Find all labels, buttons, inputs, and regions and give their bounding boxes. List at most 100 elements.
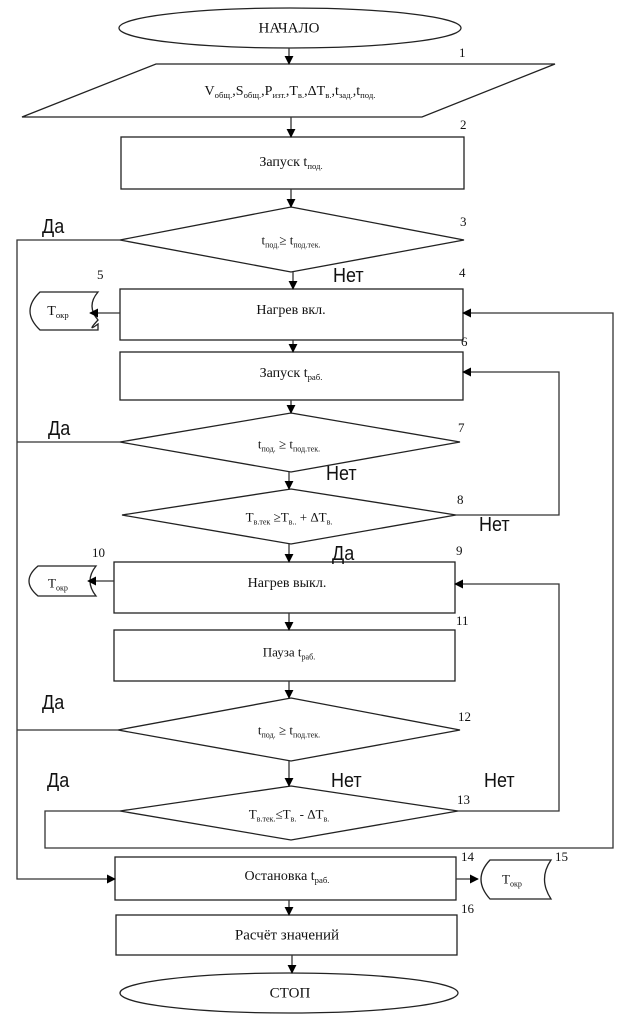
label-text: Остановка t [244, 868, 315, 884]
branch-no-8: Нет [479, 514, 510, 536]
label-text: ≥ t [275, 722, 293, 738]
label-text: ,S [232, 83, 244, 99]
display-block-5 [29, 291, 100, 331]
label-subscript: в. [325, 90, 332, 101]
label-text: T [47, 303, 56, 319]
display-block-15 [480, 859, 553, 900]
label-text: V [204, 83, 215, 99]
label-subscript: окр [55, 583, 68, 593]
branch-yes-13: Да [47, 770, 70, 792]
block-number-11: 11 [456, 613, 469, 628]
label-text: ,t [352, 83, 361, 99]
label-subscript: в. [297, 90, 305, 101]
start-terminal [118, 7, 462, 49]
process-block-2 [120, 136, 465, 190]
block-9-label: Нагрев выкл. [248, 576, 327, 592]
decision-block-13 [119, 785, 459, 841]
branch-no-12: Нет [331, 770, 362, 792]
start-label: НАЧАЛО [258, 20, 320, 37]
label-subscript: под. [265, 240, 280, 250]
branch-yes-8: Да [332, 543, 355, 565]
label-text: ≥ t [275, 436, 293, 452]
block-number-8: 8 [457, 492, 464, 507]
stop-label: СТОП [269, 985, 311, 1002]
edge-13-4-yes [44, 308, 614, 849]
block-11-label: Пауза tраб. [263, 645, 315, 662]
block-16-label: Расчёт значений [235, 928, 339, 945]
block-number-16: 16 [461, 901, 474, 916]
block-13-label: Tв.тек.≤Tв. - ΔTв. [249, 807, 330, 824]
process-block-14 [114, 856, 457, 901]
label-text: Запуск t [259, 365, 308, 381]
display-block-10 [28, 565, 98, 597]
branch-no-13: Нет [484, 770, 515, 792]
block-number-2: 2 [460, 117, 467, 132]
block-number-15: 15 [555, 849, 568, 864]
label-subscript: в. [323, 814, 330, 824]
label-text: Расчёт значений [234, 927, 340, 944]
label-text: ,T [285, 83, 298, 99]
label-text: t [257, 436, 262, 452]
block-15-label: Tокр [502, 872, 522, 889]
block-number-10: 10 [92, 545, 105, 560]
label-subscript: раб. [307, 372, 323, 383]
branch-yes-3: Да [42, 216, 65, 238]
input-block-1 [21, 63, 556, 118]
decision-block-7 [119, 412, 461, 473]
block-12-label: tпод. ≥ tпод.тек. [258, 723, 320, 740]
block-number-14: 14 [461, 849, 474, 864]
label-subscript: под. [307, 161, 323, 172]
process-block-16 [115, 914, 458, 956]
label-subscript: под. [261, 444, 276, 454]
block-3-label: tпод.≥ tпод.тек. [261, 233, 320, 250]
block-number-7: 7 [458, 420, 465, 435]
label-text: Запуск t [259, 154, 308, 170]
label-text: Нагрев выкл. [247, 576, 327, 591]
block-2-label: Запуск tпод. [259, 155, 322, 171]
decision-block-3 [119, 206, 465, 273]
label-subscript: под. [360, 90, 376, 101]
branch-yes-7: Да [48, 418, 71, 440]
block-10-label: Tокр [48, 576, 68, 593]
label-text: + ΔT [296, 509, 327, 525]
block-number-4: 4 [459, 265, 466, 280]
edge-8-6-no [456, 367, 560, 516]
label-subscript: окр [55, 310, 69, 321]
label-text: t [257, 722, 262, 738]
label-text: - ΔT [296, 806, 324, 822]
label-text: t [261, 232, 266, 248]
edge-13-9-no [454, 579, 560, 812]
block-5-label: Tокр [47, 304, 68, 320]
label-text: ≤T [275, 806, 291, 822]
process-block-11 [113, 629, 456, 682]
block-1-label: Vобщ.,Sобщ.,Pизт.,Tв.,ΔTв.,tзад.,tпод. [205, 84, 376, 100]
branch-no-7: Нет [326, 463, 357, 485]
branch-yes-12: Да [42, 692, 65, 714]
label-subscript: в.. [288, 517, 297, 527]
label-subscript: общ. [214, 90, 233, 101]
label-text: Пауза t [262, 644, 302, 660]
label-subscript: в.тек [253, 517, 271, 527]
label-text: T [502, 871, 510, 887]
block-7-label: tпод. ≥ tпод.тек. [258, 437, 320, 454]
block-6-label: Запуск tраб. [260, 366, 323, 382]
block-number-12: 12 [458, 709, 471, 724]
label-subscript: в. [290, 814, 297, 824]
label-subscript: изт. [272, 90, 286, 101]
label-text: Нагрев вкл. [256, 303, 326, 318]
label-text: T [245, 509, 254, 525]
label-subscript: под. [261, 730, 276, 740]
label-text: ≥T [270, 509, 289, 525]
block-4-label: Нагрев вкл. [256, 303, 325, 319]
label-text: ≥ t [279, 232, 294, 248]
decision-block-8 [121, 488, 457, 545]
decision-block-12 [117, 697, 461, 762]
label-subscript: общ. [243, 90, 262, 101]
block-number-13: 13 [457, 792, 470, 807]
label-text: ,ΔT [304, 83, 326, 99]
label-subscript: под.тек. [292, 444, 321, 454]
label-subscript: зад. [338, 90, 353, 101]
block-14-label: Остановка tраб. [245, 869, 330, 885]
block-number-5: 5 [97, 267, 104, 282]
